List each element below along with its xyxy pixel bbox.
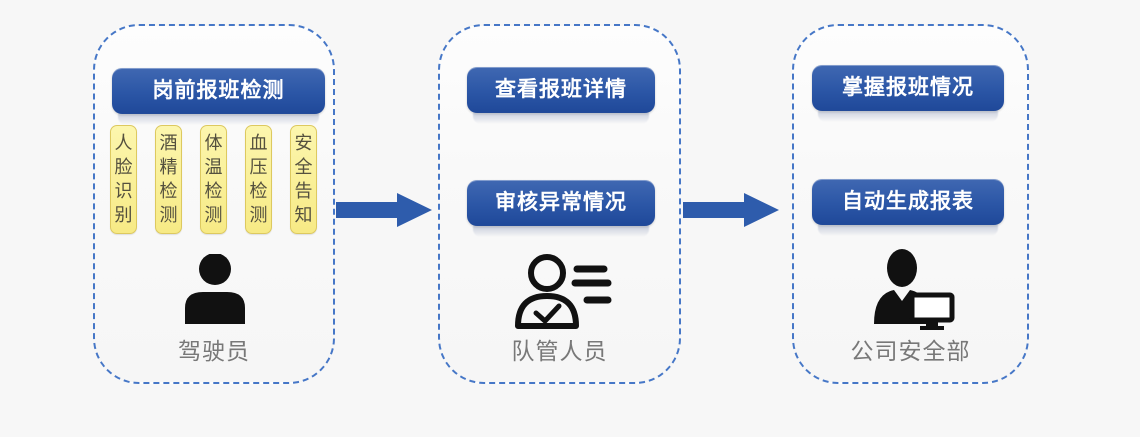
- arrow-right-icon: [336, 193, 432, 227]
- person-computer-icon: [872, 246, 964, 335]
- tag-temperature-test: 体温检测: [200, 125, 227, 234]
- banner-grasp-checkin-status: 掌握报班情况: [812, 65, 1004, 111]
- tag-face-recognition: 人脸识别: [110, 125, 137, 234]
- banner-pre-shift-check: 岗前报班检测: [112, 68, 325, 114]
- person-icon: [180, 253, 250, 329]
- banner-view-checkin-details: 查看报班详情: [467, 67, 655, 113]
- banner-auto-generate-reports: 自动生成报表: [812, 179, 1004, 225]
- role-label-team-manager: 队管人员: [511, 338, 608, 364]
- role-label-driver: 驾驶员: [178, 338, 250, 364]
- panel-driver: 岗前报班检测 人脸识别 酒精检测 体温检测 血压检测 安全告知 驾驶员: [93, 24, 335, 384]
- tag-safety-notice: 安全告知: [290, 125, 317, 234]
- person-checklist-icon: [509, 252, 615, 335]
- arrow-right-icon: [683, 193, 779, 227]
- role-label-safety-dept: 公司安全部: [850, 338, 971, 364]
- banner-review-abnormal: 审核异常情况: [467, 180, 655, 226]
- tag-blood-pressure: 血压检测: [245, 125, 272, 234]
- tag-alcohol-test: 酒精检测: [155, 125, 182, 234]
- panel-team-manager: 查看报班详情 审核异常情况 队管人员: [438, 24, 681, 384]
- panel-safety-dept: 掌握报班情况 自动生成报表 公司安全部: [792, 24, 1029, 384]
- check-tags-row: 人脸识别 酒精检测 体温检测 血压检测 安全告知: [110, 125, 317, 234]
